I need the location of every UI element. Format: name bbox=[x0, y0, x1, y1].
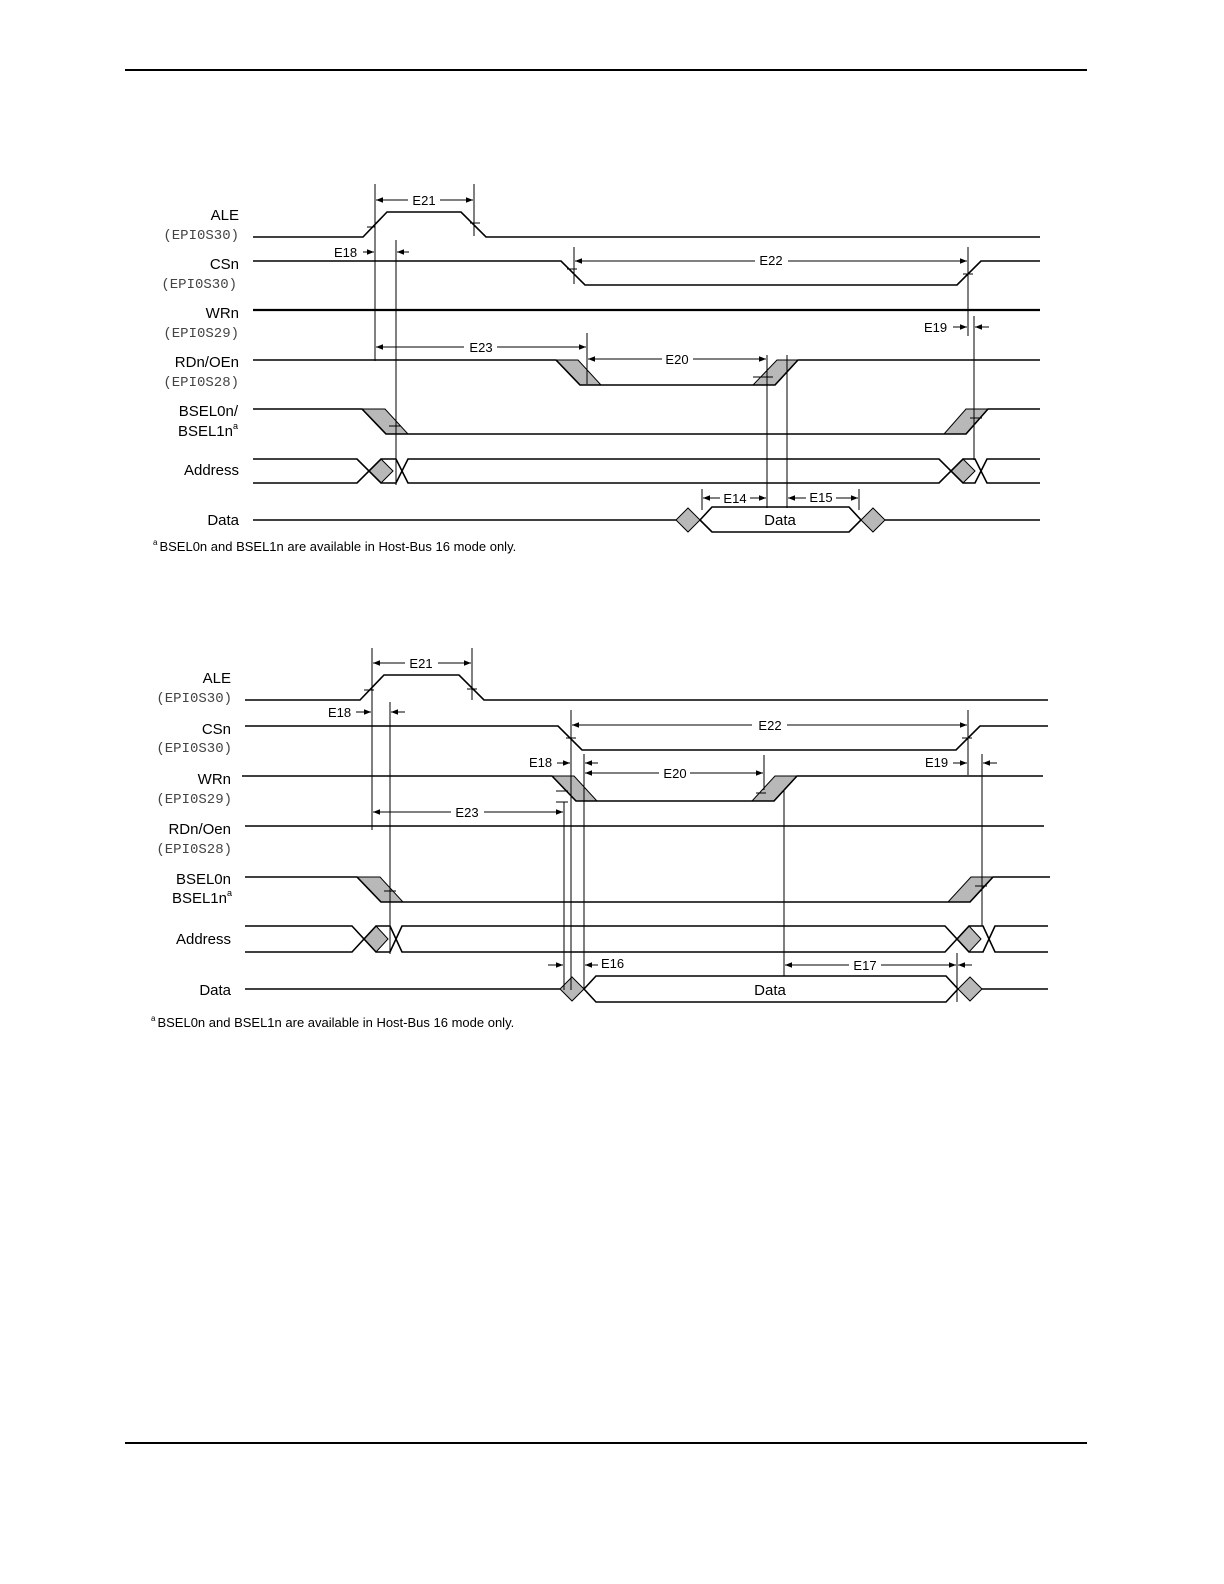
timing-e23: E23 bbox=[376, 340, 586, 355]
reference-lines bbox=[374, 184, 975, 510]
csn-waveform bbox=[253, 260, 1040, 286]
svg-text:E23: E23 bbox=[469, 340, 492, 355]
signal-name-ale: ALE bbox=[211, 207, 239, 224]
csn-waveform bbox=[245, 725, 1048, 751]
timing-e21: E21 bbox=[376, 193, 473, 208]
signal-pin-wrn: (EPI0S29) bbox=[163, 326, 239, 342]
signal-pin-wrn: (EPI0S29) bbox=[156, 792, 232, 808]
reference-lines bbox=[371, 648, 983, 1002]
signal-name-bsel0n: BSEL0n bbox=[176, 871, 231, 888]
timing-e17: E17 bbox=[785, 958, 972, 973]
address-bus bbox=[245, 925, 1048, 953]
svg-text:E22: E22 bbox=[759, 253, 782, 268]
timing-e21: E21 bbox=[373, 656, 471, 671]
svg-text:E18: E18 bbox=[334, 245, 357, 260]
signal-name-bsel1n: BSEL1na bbox=[178, 421, 238, 440]
ale-waveform bbox=[253, 211, 1040, 238]
signal-pin-ale: (EPI0S30) bbox=[156, 691, 232, 707]
timing-diagram-read: ALE (EPI0S30) CSn (EPI0S30) WRn (EPI0S29… bbox=[153, 184, 1040, 554]
signal-pin-rdn: (EPI0S28) bbox=[156, 842, 232, 858]
signal-name-wrn: WRn bbox=[206, 305, 239, 322]
bsel-waveform bbox=[245, 876, 1050, 903]
signal-name-data: Data bbox=[199, 982, 231, 999]
signal-name-bsel1n: BSEL1na bbox=[172, 888, 232, 907]
signal-name-ale: ALE bbox=[203, 670, 231, 687]
address-bus bbox=[253, 458, 1040, 484]
timing-e20: E20 bbox=[585, 766, 763, 781]
svg-text:E19: E19 bbox=[925, 755, 948, 770]
signal-name-address: Address bbox=[184, 462, 239, 479]
timing-e22: E22 bbox=[575, 253, 967, 268]
signal-labels: ALE (EPI0S30) CSn (EPI0S30) WRn (EPI0S29… bbox=[161, 207, 239, 529]
signal-pin-ale: (EPI0S30) bbox=[163, 228, 239, 244]
timing-e19: E19 bbox=[925, 755, 997, 770]
timing-e19: E19 bbox=[924, 320, 989, 335]
timing-e23: E23 bbox=[373, 805, 563, 820]
timing-e18: E18 bbox=[334, 245, 409, 260]
signal-name-address: Address bbox=[176, 931, 231, 948]
wrn-waveform bbox=[242, 775, 1043, 803]
svg-text:E21: E21 bbox=[412, 193, 435, 208]
svg-text:E16: E16 bbox=[601, 956, 624, 971]
signal-labels-2: ALE (EPI0S30) CSn (EPI0S30) WRn (EPI0S29… bbox=[156, 670, 232, 999]
signal-pin-csn: (EPI0S30) bbox=[161, 277, 237, 293]
header-rule bbox=[125, 69, 1087, 71]
signal-name-csn: CSn bbox=[202, 721, 231, 738]
svg-text:E17: E17 bbox=[853, 958, 876, 973]
timing-e14: E14 bbox=[703, 491, 766, 506]
signal-name-wrn: WRn bbox=[198, 771, 231, 788]
data-bus-label: Data bbox=[764, 512, 796, 529]
svg-text:E20: E20 bbox=[663, 766, 686, 781]
signal-name-csn: CSn bbox=[210, 256, 239, 273]
svg-text:E23: E23 bbox=[455, 805, 478, 820]
timing-e15: E15 bbox=[788, 490, 858, 505]
svg-text:E15: E15 bbox=[809, 490, 832, 505]
signal-name-rdn: RDn/OEn bbox=[175, 354, 239, 371]
data-bus: Data bbox=[253, 506, 1040, 533]
timing-e18-ale: E18 bbox=[328, 705, 405, 720]
svg-text:E18: E18 bbox=[529, 755, 552, 770]
signal-name-data: Data bbox=[207, 512, 239, 529]
timing-diagram-write: ALE (EPI0S30) CSn (EPI0S30) WRn (EPI0S29… bbox=[151, 648, 1050, 1030]
svg-text:E18: E18 bbox=[328, 705, 351, 720]
footer-rule bbox=[125, 1442, 1087, 1444]
timing-e18-wrn: E18 bbox=[529, 755, 598, 770]
ale-waveform bbox=[245, 674, 1048, 701]
signal-name-bsel0n: BSEL0n/ bbox=[179, 403, 239, 420]
timing-e22: E22 bbox=[572, 718, 967, 733]
svg-text:E14: E14 bbox=[723, 491, 746, 506]
svg-text:E19: E19 bbox=[924, 320, 947, 335]
data-bus-label: Data bbox=[754, 982, 786, 999]
timing-e20: E20 bbox=[588, 352, 766, 367]
bsel-waveform bbox=[253, 408, 1040, 435]
signal-name-rdn: RDn/Oen bbox=[168, 821, 231, 838]
rdn-waveform bbox=[253, 359, 1040, 386]
signal-pin-rdn: (EPI0S28) bbox=[163, 375, 239, 391]
svg-text:E21: E21 bbox=[409, 656, 432, 671]
timing-e16: E16 bbox=[548, 956, 624, 971]
svg-text:E22: E22 bbox=[758, 718, 781, 733]
data-bus: Data bbox=[245, 975, 1048, 1003]
svg-text:E20: E20 bbox=[665, 352, 688, 367]
signal-pin-csn: (EPI0S30) bbox=[156, 741, 232, 757]
